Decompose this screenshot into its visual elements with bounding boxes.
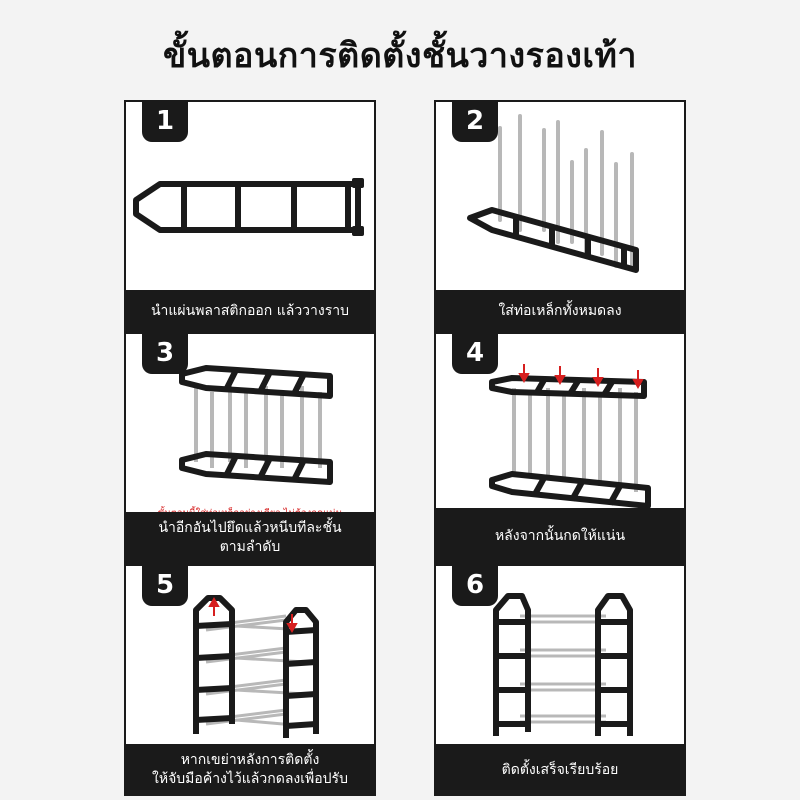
second-frame-attach-illustration: [179, 365, 333, 485]
tubes-inserted-illustration: [467, 114, 639, 273]
step-5-card: 5 หากเขย่าหลังการติดตั้ง ให้จับมือค้างไว…: [124, 564, 376, 796]
step-4-caption-text: หลังจากนั้นกดให้แน่น: [494, 527, 626, 544]
step-5-caption-text: หากเขย่าหลังการติดตั้ง: [180, 752, 320, 768]
step-2-caption-text: ใส่ท่อเหล็กทั้งหมดลง: [498, 302, 622, 319]
step-6-card: 6 ติดตั้งเสร็จเรียบร้อย: [434, 564, 686, 796]
step-5-number: 5: [142, 564, 188, 606]
page-title: ขั้นตอนการติดตั้งชั้นวางรองเท้า: [162, 36, 638, 76]
step-4-number: 4: [452, 332, 498, 374]
press-frame-illustration: [489, 364, 651, 509]
step-3-caption: นำอีกอันไปยึดแล้วหนีบทีละชั้น ตามลำดับ: [124, 512, 376, 564]
step-6-caption: ติดตั้งเสร็จเรียบร้อย: [434, 744, 686, 796]
step-6-number: 6: [452, 564, 498, 606]
step-1-card: 1 นำแผ่นพลาสติกออก แล้ววางราบ: [124, 100, 376, 332]
step-3-caption-text-line2: ตามลำดับ: [219, 539, 281, 555]
step-1-caption-text: นำแผ่นพลาสติกออก แล้ววางราบ: [150, 302, 350, 319]
step-6-caption-text: ติดตั้งเสร็จเรียบร้อย: [501, 761, 619, 778]
step-2-caption: ใส่ท่อเหล็กทั้งหมดลง: [434, 290, 686, 332]
step-2-card: 2 ใส่ท่อเหล็กทั้งหมดลง: [434, 100, 686, 332]
step-3-caption-text: นำอีกอันไปยึดแล้วหนีบทีละชั้น: [158, 520, 342, 536]
step-3-number: 3: [142, 332, 188, 374]
plastic-frame-flat-illustration: [133, 178, 364, 236]
step-2-number: 2: [452, 100, 498, 142]
step-4-card: 4 หลังจากนั้นกดให: [434, 332, 686, 564]
finished-rack-illustration: [493, 593, 633, 736]
step-5-caption: หากเขย่าหลังการติดตั้ง ให้จับมือค้างไว้แ…: [124, 744, 376, 796]
step-5-caption-text-line2: ให้จับมือค้างไว้แล้วกดลงเพื่อปรับ: [152, 771, 348, 787]
step-1-number: 1: [142, 100, 188, 142]
step-1-caption: นำแผ่นพลาสติกออก แล้ววางราบ: [124, 290, 376, 332]
adjust-rack-illustration: [193, 595, 319, 738]
step-4-caption: หลังจากนั้นกดให้แน่น: [434, 508, 686, 564]
step-3-card: 3 ขั้นตอนนี้ใส่ท่อเหล็กอย่างเดียว ไม่ต้อ…: [124, 332, 376, 564]
